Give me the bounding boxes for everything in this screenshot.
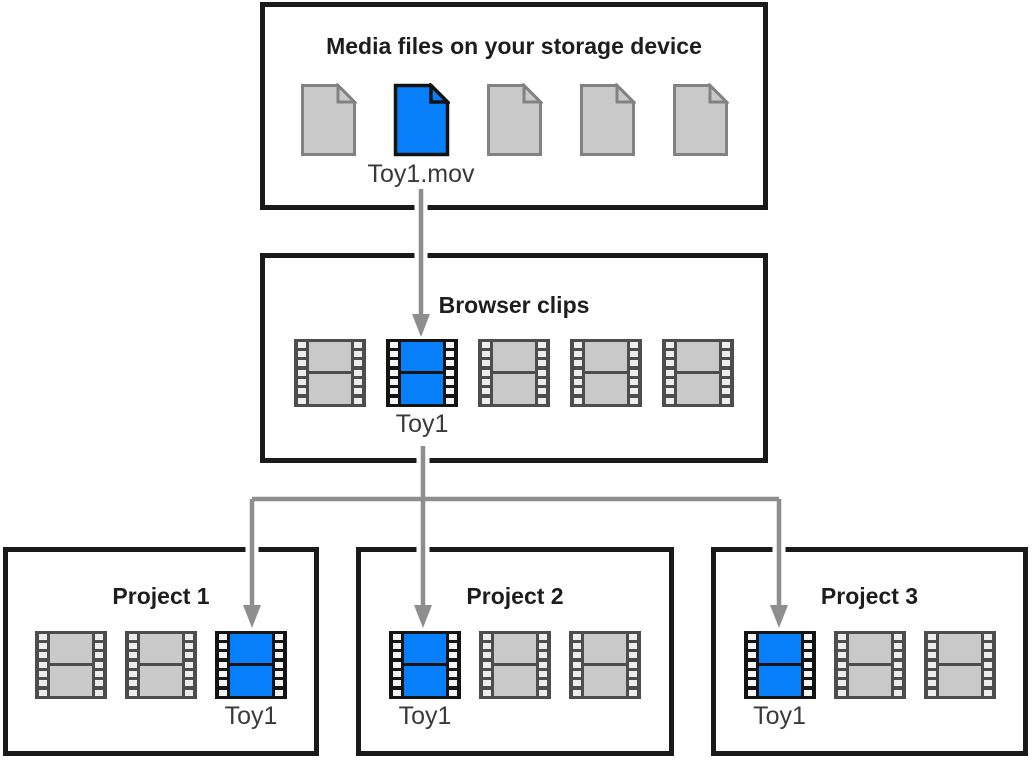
filmstrip-clip-icon bbox=[833, 630, 906, 699]
project-2-clip-row: Toy1 bbox=[361, 630, 669, 729]
filmstrip-clip-icon bbox=[662, 338, 734, 407]
project-2-title: Project 2 bbox=[466, 583, 564, 609]
clip-item bbox=[570, 338, 642, 407]
document-file-icon bbox=[672, 82, 729, 156]
storage-device-box: Media files on your storage device Toy1.… bbox=[260, 2, 768, 210]
filmstrip-clip-icon bbox=[479, 630, 551, 699]
clip-item bbox=[833, 630, 906, 699]
clip-item bbox=[923, 630, 996, 699]
project-1-box: Project 1 Toy1 bbox=[3, 547, 319, 756]
highlighted-item-label: Toy1 bbox=[398, 701, 452, 730]
filmstrip-clip-icon bbox=[478, 338, 550, 407]
clip-item bbox=[569, 630, 641, 699]
document-file-icon bbox=[300, 82, 357, 156]
clip-item bbox=[479, 630, 551, 699]
highlighted-item-label: Toy1 bbox=[753, 701, 806, 730]
clip-item: Toy1 bbox=[386, 338, 458, 437]
project-3-clip-row: Toy1 bbox=[716, 630, 1023, 729]
highlighted-item-label: Toy1.mov bbox=[367, 159, 475, 188]
project-3-box: Project 3 Toy1 bbox=[711, 547, 1028, 756]
filmstrip-clip-icon bbox=[389, 630, 461, 699]
project-1-clip-row: Toy1 bbox=[8, 630, 314, 729]
filmstrip-clip-icon bbox=[35, 630, 107, 699]
project-3-title: Project 3 bbox=[820, 583, 919, 609]
browser-clip-row: Toy1 bbox=[265, 338, 763, 437]
filmstrip-clip-icon bbox=[570, 338, 642, 407]
media-file-row: Toy1.mov bbox=[265, 82, 763, 187]
project-2-box: Project 2 Toy1 bbox=[356, 547, 674, 756]
highlighted-item-label: Toy1 bbox=[224, 701, 278, 730]
document-file-icon bbox=[486, 82, 543, 156]
browser-clips-box: Browser clips Toy1 bbox=[260, 253, 768, 463]
document-file-icon bbox=[579, 82, 636, 156]
filmstrip-clip-icon bbox=[386, 338, 458, 407]
media-file-item bbox=[672, 82, 729, 157]
media-file-item: Toy1.mov bbox=[368, 82, 474, 187]
filmstrip-clip-icon bbox=[923, 630, 996, 699]
clip-item bbox=[35, 630, 107, 699]
filmstrip-clip-icon bbox=[215, 630, 287, 699]
filmstrip-clip-icon bbox=[569, 630, 641, 699]
clip-item bbox=[662, 338, 734, 407]
media-file-item bbox=[486, 82, 543, 157]
clip-item: Toy1 bbox=[389, 630, 461, 729]
clip-item bbox=[125, 630, 197, 699]
highlighted-item-label: Toy1 bbox=[395, 409, 449, 438]
document-file-icon bbox=[393, 82, 450, 156]
clip-item: Toy1 bbox=[215, 630, 287, 729]
media-file-item bbox=[300, 82, 357, 157]
project-1-title: Project 1 bbox=[112, 583, 210, 609]
clip-item: Toy1 bbox=[743, 630, 816, 729]
clip-item bbox=[294, 338, 366, 407]
browser-box-title: Browser clips bbox=[438, 292, 590, 318]
filmstrip-clip-icon bbox=[743, 630, 816, 699]
filmstrip-clip-icon bbox=[294, 338, 366, 407]
storage-box-title: Media files on your storage device bbox=[326, 33, 702, 59]
media-file-item bbox=[579, 82, 636, 157]
clip-item bbox=[478, 338, 550, 407]
filmstrip-clip-icon bbox=[125, 630, 197, 699]
